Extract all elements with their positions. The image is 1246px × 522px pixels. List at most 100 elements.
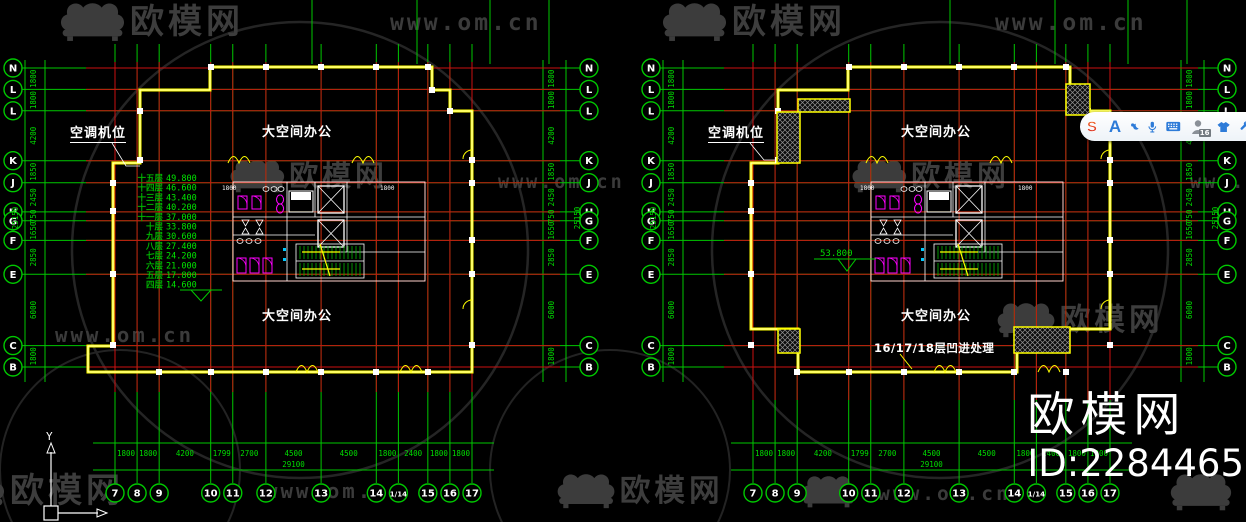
sofa-shape xyxy=(1170,474,1232,501)
axis-bubble-label: 14 xyxy=(369,489,383,500)
urinal xyxy=(276,203,285,214)
axis-bubble-label: B xyxy=(647,363,655,374)
axis-bubble xyxy=(579,79,599,100)
row-total-dim-text: 25150 xyxy=(649,206,658,229)
toilet-stall xyxy=(900,257,911,274)
url-watermark-text: www.om.cn xyxy=(390,10,542,36)
sofa-base xyxy=(664,29,725,37)
axis-bubble xyxy=(1026,483,1047,503)
row-dim-text: 1800 xyxy=(547,69,556,88)
axis-bubble xyxy=(949,483,969,503)
sofa-base xyxy=(803,497,854,504)
row-dim-text: 6000 xyxy=(667,300,676,319)
elevator-shaft xyxy=(317,185,345,214)
drain-triangle xyxy=(255,219,264,227)
axis-bubble-label: 1/14 xyxy=(1028,491,1045,499)
axis-bubble xyxy=(579,58,599,78)
row-dim-text: 1800 xyxy=(547,347,556,366)
sogou-logo-icon[interactable]: S xyxy=(1084,115,1100,139)
floor-level-elevation: 27.400 xyxy=(166,242,197,252)
ime-tools-icon[interactable] xyxy=(1239,118,1246,135)
axis-bubble-label: C xyxy=(1223,341,1230,352)
axis-bubble xyxy=(641,173,661,193)
axis-bubble xyxy=(641,211,661,231)
axis-bubble xyxy=(3,58,23,78)
axis-bubble xyxy=(256,483,276,503)
drain-triangle xyxy=(241,219,250,227)
row-dim-text: 6000 xyxy=(1185,300,1194,319)
machine-room-equipment xyxy=(291,192,311,200)
floor-level-name: 五层 xyxy=(146,271,164,281)
sofa-leg xyxy=(603,504,609,509)
bg-circle xyxy=(710,20,1170,480)
axis-bubble-label: F xyxy=(648,236,655,247)
axis-bubble-label: C xyxy=(647,341,654,352)
axis-bubble xyxy=(1217,230,1237,251)
row-dim-text: 1850 xyxy=(547,162,556,181)
axis-bubble-label: 9 xyxy=(156,489,163,500)
axis-bubble-label: N xyxy=(647,64,655,75)
row-dim-text: 2450 xyxy=(1185,188,1194,207)
axis-bubble-label: B xyxy=(1223,363,1231,374)
floor-level-name: 十五层 xyxy=(137,173,163,184)
sofa-watermark-icon xyxy=(662,3,727,41)
double-door xyxy=(399,365,423,374)
axis-bubble xyxy=(894,483,914,503)
drain-triangle xyxy=(893,219,902,227)
ime-language-icon[interactable]: A xyxy=(1108,116,1122,136)
row-dim-text: 6000 xyxy=(29,300,38,319)
toilet-stall xyxy=(889,195,900,210)
axis-bubble xyxy=(3,357,23,377)
ime-keyboard-icon[interactable] xyxy=(1166,119,1181,134)
column-marker xyxy=(748,342,754,348)
floor-level-elevation: 30.600 xyxy=(166,232,197,242)
axis-bubble-label: 15 xyxy=(421,489,435,500)
column-marker xyxy=(110,208,116,214)
axis-bubble xyxy=(641,264,661,284)
urinal xyxy=(914,203,923,214)
axis-bubble xyxy=(641,335,661,356)
column-marker xyxy=(110,180,116,186)
double-door xyxy=(1037,365,1061,374)
door-swing-arc xyxy=(462,149,473,160)
sofa-leg xyxy=(844,503,850,508)
axis-bubble xyxy=(1004,483,1025,503)
floor-level-elevation: 37.000 xyxy=(166,213,197,223)
floor-level-name: 十一层 xyxy=(137,212,163,223)
ime-account-badge: 16 xyxy=(1198,128,1211,137)
col-dim-text: 1800 xyxy=(1068,449,1087,458)
stall-door-arc xyxy=(236,257,247,268)
sofa-base xyxy=(62,29,123,37)
machine-room-equipment xyxy=(929,192,949,200)
axis-bubble-label: C xyxy=(585,341,592,352)
brand-watermark-text: 欧模网 xyxy=(289,159,388,193)
brand-watermark-text: 欧模网 xyxy=(130,2,244,42)
brand-watermark-text: 欧模网 xyxy=(1060,303,1164,338)
sofa-watermark-icon xyxy=(60,3,125,41)
recess-leader-line xyxy=(899,353,913,370)
column-marker xyxy=(1063,369,1069,375)
axis-bubble xyxy=(579,151,599,171)
elevator-x xyxy=(955,219,983,248)
axis-bubble xyxy=(1217,357,1237,377)
floor-level-name: 十二层 xyxy=(137,202,163,213)
axis-bubble xyxy=(3,101,23,121)
col-dim-text: 2400 xyxy=(1042,449,1061,458)
axis-bubble-label: 11 xyxy=(864,489,878,500)
axis-bubble-label: 17 xyxy=(465,489,479,500)
axis-bubble-label: F xyxy=(1224,236,1231,247)
sofa-base xyxy=(231,182,283,189)
ac-leader-line xyxy=(749,142,776,161)
ime-mic-icon[interactable] xyxy=(1148,118,1157,136)
column-marker xyxy=(1107,157,1113,163)
ime-punctuation-icon[interactable] xyxy=(1130,119,1139,135)
ime-toolbar[interactable]: S A 16 xyxy=(1080,112,1246,141)
row-total-dim-text: 25150 xyxy=(573,206,582,229)
floor-level-elevation: 46.600 xyxy=(166,184,197,194)
ime-account-icon[interactable]: 16 xyxy=(1190,118,1211,137)
axis-bubble xyxy=(1100,483,1120,503)
column-marker xyxy=(110,342,116,348)
axis-bubble-label: 8 xyxy=(772,489,779,500)
ime-skin-icon[interactable] xyxy=(1217,118,1230,136)
